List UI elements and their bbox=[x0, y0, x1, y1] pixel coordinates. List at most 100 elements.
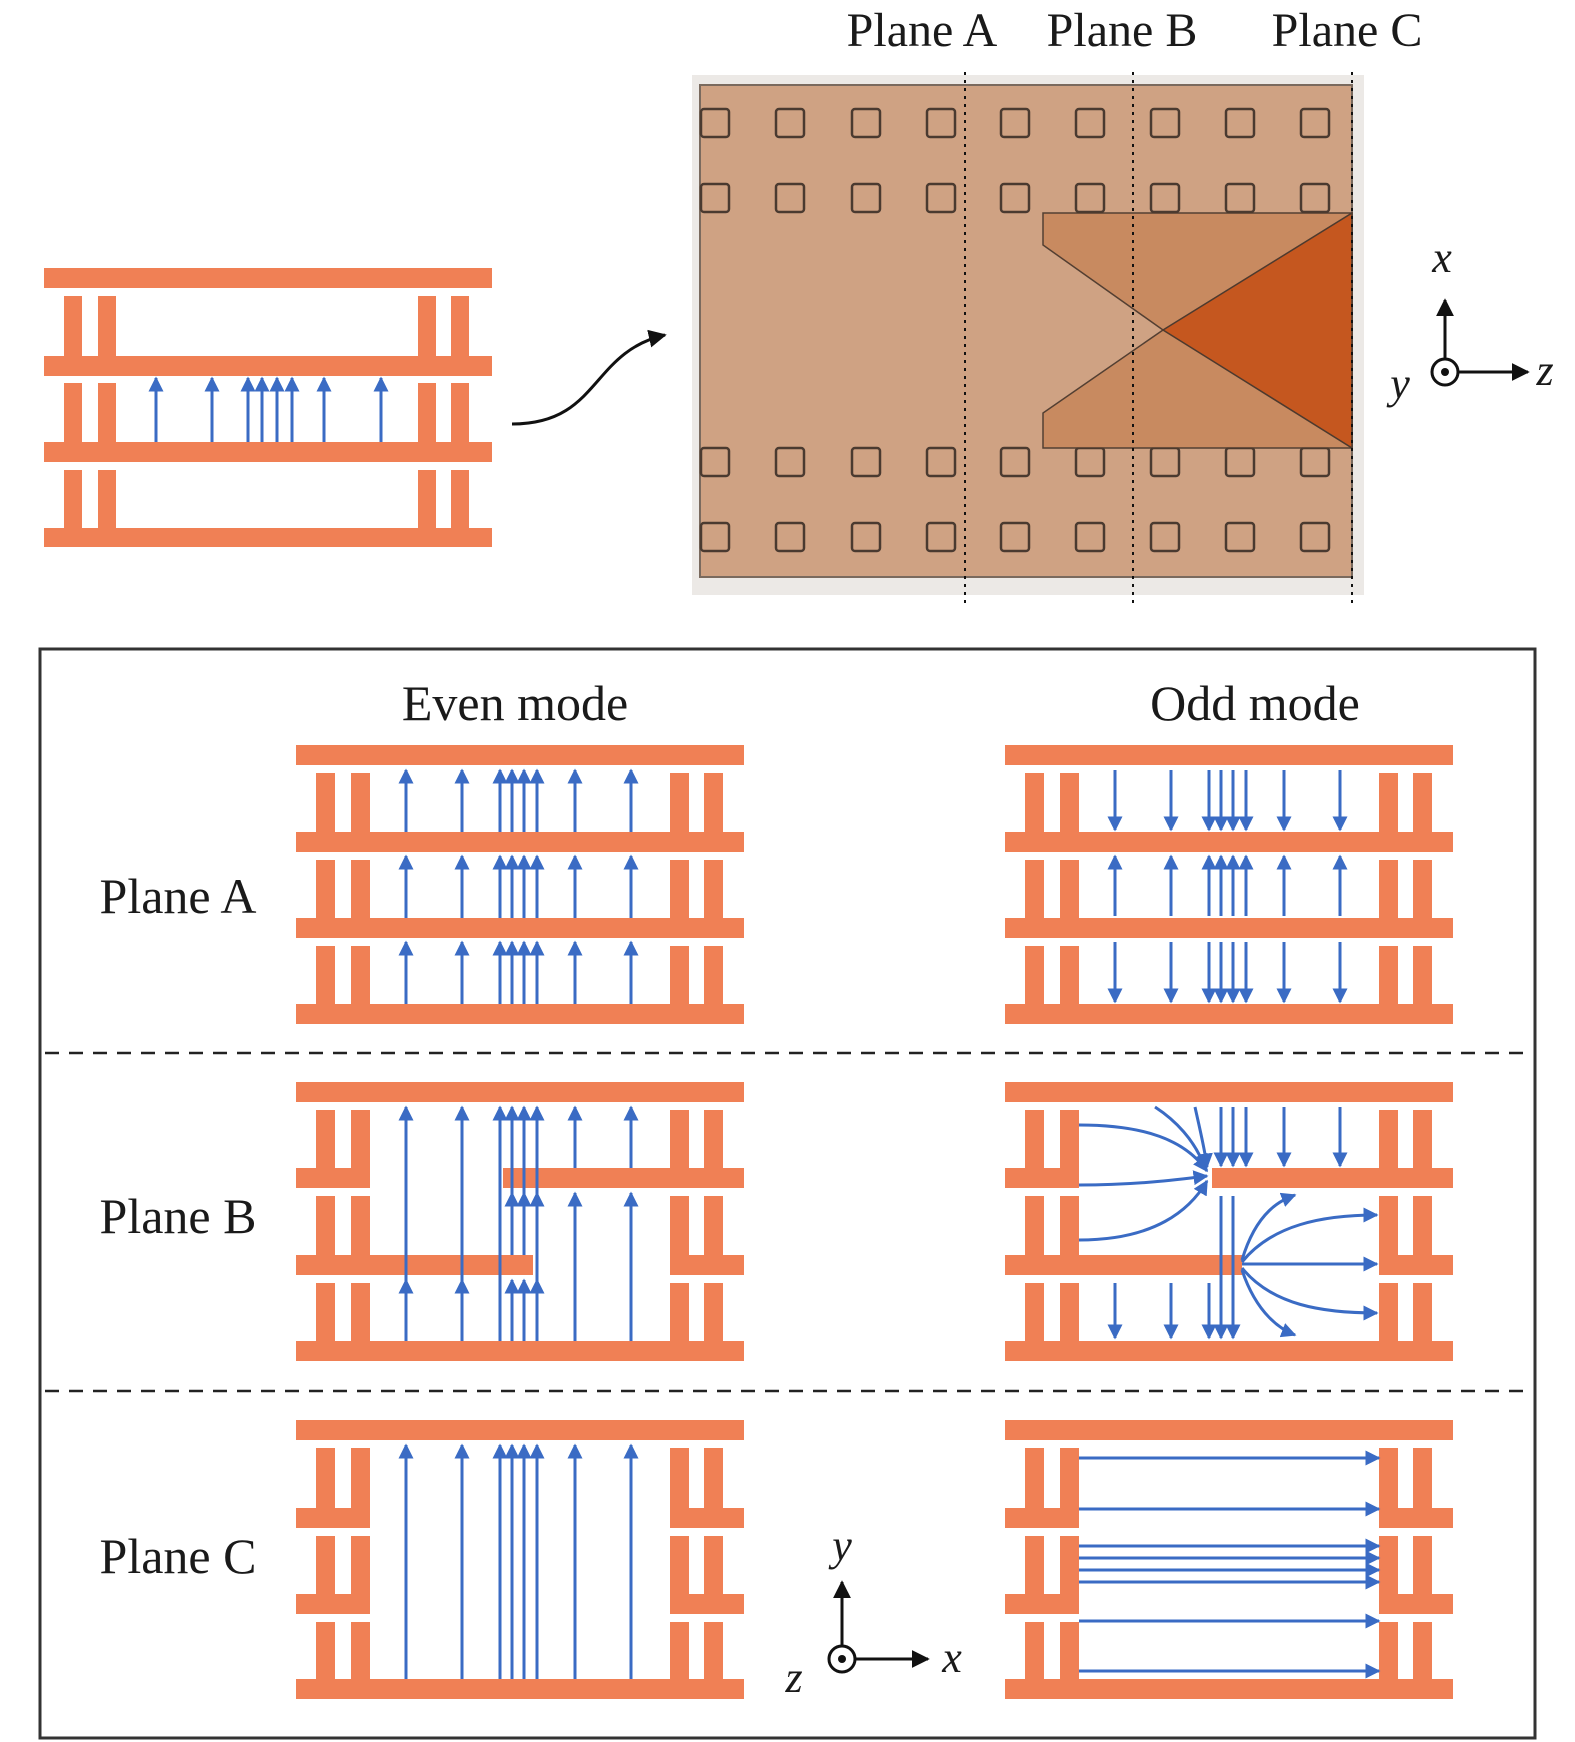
metal-strip bbox=[296, 918, 744, 938]
plane-b-label: Plane B bbox=[1047, 4, 1198, 57]
metal-strip bbox=[704, 1196, 723, 1255]
metal-strip bbox=[704, 1622, 723, 1679]
metal-strip bbox=[670, 1283, 689, 1341]
metal-strip bbox=[1060, 946, 1079, 1004]
via-square bbox=[774, 521, 806, 553]
metal-strip bbox=[704, 946, 723, 1004]
metal-strip bbox=[351, 773, 370, 832]
metal-strip bbox=[1005, 1004, 1453, 1024]
metal-strip bbox=[316, 946, 335, 1004]
metal-strip bbox=[296, 1255, 533, 1275]
even-mode-plane-a bbox=[296, 745, 744, 1024]
metal-strip bbox=[296, 1341, 744, 1361]
metal-strip bbox=[1379, 1594, 1453, 1614]
metal-strip bbox=[1379, 1255, 1453, 1275]
via-square bbox=[1224, 107, 1256, 139]
metal-strip bbox=[316, 1448, 335, 1508]
via-square bbox=[925, 521, 957, 553]
odd-mode-plane-b bbox=[1005, 1082, 1453, 1361]
metal-strip bbox=[1025, 860, 1044, 918]
metal-strip bbox=[44, 528, 492, 547]
metal-strip bbox=[1005, 1082, 1453, 1102]
via-square bbox=[774, 446, 806, 478]
metal-strip bbox=[1413, 860, 1432, 918]
via-square bbox=[999, 446, 1031, 478]
field-line bbox=[1078, 1123, 1209, 1173]
field-line bbox=[1240, 1192, 1297, 1261]
metal-strip bbox=[1005, 1255, 1242, 1275]
metal-strip bbox=[1379, 1110, 1398, 1168]
metal-strip bbox=[316, 1536, 335, 1594]
metal-strip bbox=[1060, 860, 1079, 918]
via-square bbox=[774, 182, 806, 214]
even-mode-plane-c bbox=[296, 1420, 744, 1699]
via-square bbox=[850, 446, 882, 478]
via-square bbox=[1299, 182, 1331, 214]
pointer-arrow bbox=[511, 329, 667, 426]
metal-strip bbox=[296, 1679, 744, 1699]
row-label-plane-a: Plane A bbox=[100, 868, 257, 924]
even-mode-title: Even mode bbox=[402, 675, 628, 731]
via-square bbox=[699, 107, 731, 139]
metal-strip bbox=[1413, 1110, 1432, 1168]
metal-strip bbox=[351, 946, 370, 1004]
metal-strip bbox=[670, 1255, 744, 1275]
metal-strip bbox=[1060, 1283, 1079, 1341]
metal-strip bbox=[1025, 1536, 1044, 1594]
bottom-panel-frame bbox=[38, 647, 1537, 1740]
metal-strip bbox=[451, 470, 469, 528]
via-square bbox=[774, 107, 806, 139]
metal-strip bbox=[1212, 1168, 1453, 1188]
metal-strip bbox=[1025, 1110, 1044, 1168]
odd-mode-plane-a bbox=[1005, 745, 1453, 1024]
via-square bbox=[1149, 182, 1181, 214]
via-square bbox=[1074, 107, 1106, 139]
metal-strip bbox=[1060, 1622, 1079, 1679]
metal-strip bbox=[98, 383, 116, 442]
metal-strip bbox=[451, 383, 469, 442]
metal-strip bbox=[1379, 1448, 1398, 1508]
metal-strip bbox=[64, 470, 82, 528]
metal-strip bbox=[1005, 918, 1453, 938]
metal-strip bbox=[670, 1622, 689, 1679]
metal-strip bbox=[1005, 1508, 1079, 1528]
plane-c-label: Plane C bbox=[1272, 4, 1423, 57]
field-line bbox=[1193, 1106, 1213, 1169]
metal-strip bbox=[418, 470, 436, 528]
via-square bbox=[699, 521, 731, 553]
metal-strip bbox=[670, 1196, 689, 1255]
via-square bbox=[1149, 521, 1181, 553]
metal-strip bbox=[316, 1196, 335, 1255]
odd-mode-plane-c bbox=[1005, 1420, 1453, 1699]
metal-strip bbox=[1413, 1283, 1432, 1341]
metal-strip bbox=[296, 1168, 370, 1188]
metal-strip bbox=[1413, 773, 1432, 832]
metal-strip bbox=[316, 1110, 335, 1168]
bottom-axes bbox=[827, 1580, 930, 1674]
metal-strip bbox=[1025, 1283, 1044, 1341]
metal-strip bbox=[1379, 1536, 1398, 1594]
via-square bbox=[999, 521, 1031, 553]
metal-strip bbox=[316, 1622, 335, 1679]
via-square bbox=[1149, 107, 1181, 139]
metal-strip bbox=[1025, 1622, 1044, 1679]
metal-strip bbox=[1413, 946, 1432, 1004]
metal-strip bbox=[64, 296, 82, 356]
metal-strip bbox=[1005, 1168, 1079, 1188]
odd-mode-title: Odd mode bbox=[1150, 675, 1360, 731]
metal-strip bbox=[296, 1420, 744, 1440]
metal-strip bbox=[351, 1196, 370, 1255]
metal-strip bbox=[1060, 1536, 1079, 1594]
bottom-axis-out-label: z bbox=[784, 1653, 802, 1702]
metal-strip bbox=[1413, 1448, 1432, 1508]
via-square bbox=[850, 182, 882, 214]
via-square bbox=[999, 182, 1031, 214]
metal-strip bbox=[1060, 1196, 1079, 1255]
metal-strip bbox=[1005, 1420, 1453, 1440]
metal-strip bbox=[44, 356, 492, 376]
metal-strip bbox=[1379, 773, 1398, 832]
via-square bbox=[1299, 521, 1331, 553]
metal-strip bbox=[704, 773, 723, 832]
metal-strip bbox=[351, 1283, 370, 1341]
metal-strip bbox=[296, 1004, 744, 1024]
